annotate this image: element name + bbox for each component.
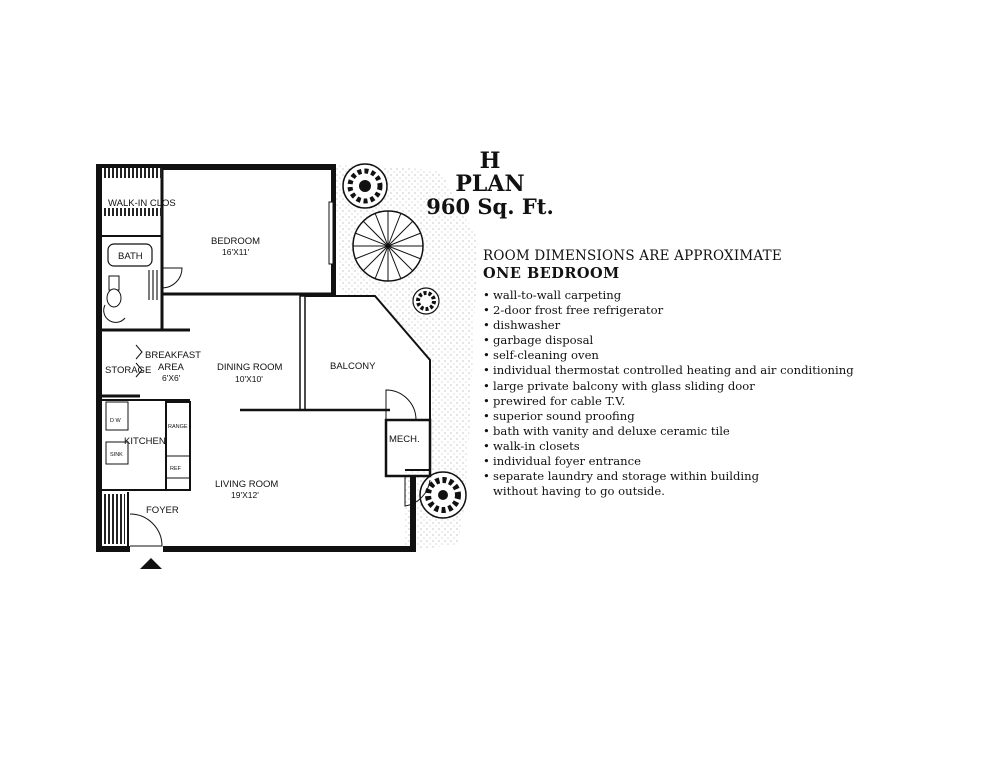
living-room-label: LIVING ROOM xyxy=(215,479,278,490)
foyer-label: FOYER xyxy=(146,505,179,516)
feature-item: bath with vanity and deluxe ceramic tile xyxy=(483,424,883,439)
refrigerator-label: REF xyxy=(170,466,182,472)
mech-label: MECH. xyxy=(389,434,420,445)
dimensions-note: ROOM DIMENSIONS ARE APPROXIMATE xyxy=(483,248,782,264)
entry-arrow-icon xyxy=(140,558,162,569)
tree-large xyxy=(352,210,424,282)
storage-label: STORAGE xyxy=(105,365,151,376)
range-label: RANGE xyxy=(168,424,188,430)
features-list: wall-to-wall carpeting 2-door frost free… xyxy=(483,288,883,499)
shrub-bottom xyxy=(419,471,467,519)
feature-item: wall-to-wall carpeting xyxy=(483,288,883,303)
dining-room-dimensions: 10'X10' xyxy=(235,374,263,384)
feature-item: dishwasher xyxy=(483,318,883,333)
feature-item: separate laundry and storage within buil… xyxy=(483,469,883,484)
feature-item: large private balcony with glass sliding… xyxy=(483,379,883,394)
feature-item: individual thermostat controlled heating… xyxy=(483,363,883,378)
dishwasher-label: D W xyxy=(110,418,122,424)
breakfast-dimensions: 6'X6' xyxy=(162,373,181,383)
feature-item: individual foyer entrance xyxy=(483,454,883,469)
bedroom-walls xyxy=(102,166,335,296)
features-panel: ROOM DIMENSIONS ARE APPROXIMATE ONE BEDR… xyxy=(483,248,883,499)
plan-letter: H xyxy=(479,148,501,174)
walk-in-closet-label: WALK-IN CLOS xyxy=(108,198,176,209)
bath-label: BATH xyxy=(118,251,143,262)
breakfast-area-label: AREA xyxy=(158,362,185,373)
unit-type: ONE BEDROOM xyxy=(483,265,620,282)
feature-item-continuation: without having to go outside. xyxy=(483,484,883,499)
kitchen-label: KITCHEN xyxy=(124,436,166,447)
bath-fixtures xyxy=(103,236,183,330)
feature-continuation-text: without having to go outside. xyxy=(493,484,665,499)
sink-label: SINK xyxy=(110,452,123,458)
feature-item: self-cleaning oven xyxy=(483,348,883,363)
shrub-top xyxy=(342,163,388,209)
feature-item: prewired for cable T.V. xyxy=(483,394,883,409)
plan-title: H PLAN 960 Sq. Ft. xyxy=(420,148,560,220)
feature-item: garbage disposal xyxy=(483,333,883,348)
dining-room-label: DINING ROOM xyxy=(217,362,283,373)
breakfast-label: BREAKFAST xyxy=(145,350,201,361)
feature-item: 2-door frost free refrigerator xyxy=(483,303,883,318)
bedroom-label: BEDROOM xyxy=(211,236,260,247)
plan-word: PLAN xyxy=(455,171,525,198)
feature-item: superior sound proofing xyxy=(483,409,883,424)
plan-area: 960 Sq. Ft. xyxy=(426,194,554,220)
shrub-middle xyxy=(412,287,440,315)
living-room-dimensions: 19'X12' xyxy=(231,490,259,500)
balcony-label: BALCONY xyxy=(330,361,376,372)
interior-walls xyxy=(102,295,432,547)
bedroom-dimensions: 16'X11' xyxy=(222,247,250,257)
feature-item: walk-in closets xyxy=(483,439,883,454)
